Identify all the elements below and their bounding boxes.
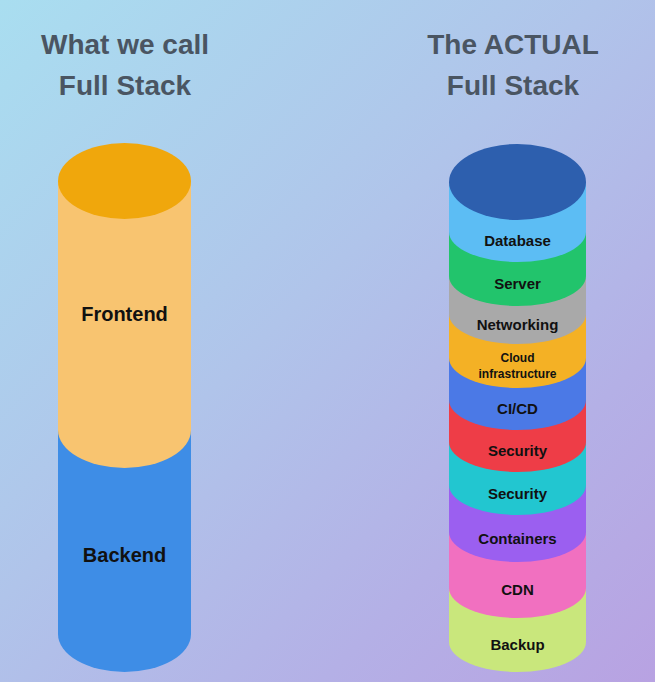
column-heading: What we call Full Stack [25, 24, 225, 106]
segment-body [58, 430, 191, 672]
segment-body [449, 532, 586, 618]
segment-body [449, 314, 586, 388]
text-region: Backup [449, 618, 586, 672]
text-region: Server [449, 262, 586, 306]
layer-label: Backend [83, 543, 166, 567]
text-region: CDN [449, 562, 586, 618]
text-region: Database [449, 220, 586, 262]
text-region: CI/CD [449, 388, 586, 430]
text-region: Backend [58, 468, 191, 642]
segment-body [58, 181, 191, 468]
segment-body [449, 276, 586, 344]
cylinder-segment [449, 182, 586, 262]
segment-body [449, 232, 586, 306]
text-region: Containers [449, 515, 586, 562]
segment-body [449, 588, 586, 672]
segment-body [449, 358, 586, 430]
text-region: Networking [449, 306, 586, 344]
layer-label: Security [488, 485, 547, 503]
text-region: Security [449, 430, 586, 472]
segment-body [449, 400, 586, 472]
text-region: Security [449, 472, 586, 515]
layer-label: Server [494, 275, 541, 293]
cylinder-cap [449, 144, 586, 220]
layer-label: Security [488, 442, 547, 460]
text-region: Frontend [58, 220, 191, 408]
text-region: Cloud infrastructure [449, 344, 586, 388]
segment-body [449, 442, 586, 515]
layer-label: Backup [490, 636, 544, 654]
cylinder-cap [58, 143, 191, 219]
segment-body [449, 485, 586, 562]
layer-label: Containers [478, 530, 556, 548]
layer-label: Database [484, 232, 551, 250]
layer-label: Cloud infrastructure [472, 350, 564, 382]
layer-label: Frontend [81, 302, 168, 326]
column-heading: The ACTUAL Full Stack [413, 24, 613, 106]
layer-label: CDN [501, 581, 534, 599]
layer-label: Networking [477, 316, 559, 334]
layer-label: CI/CD [497, 400, 538, 418]
stack-layer: Database [449, 182, 586, 262]
stack-layer: Frontend [58, 181, 191, 468]
